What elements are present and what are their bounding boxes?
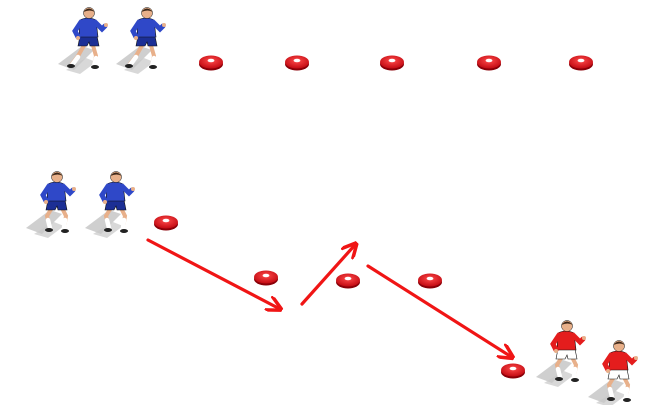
training-cone-icon (501, 364, 525, 379)
training-cone-icon (569, 56, 593, 71)
training-cone-icon (254, 271, 278, 286)
training-cone-icon (199, 56, 223, 71)
soccer-player-icon (116, 8, 166, 75)
soccer-player-icon (588, 341, 638, 405)
training-cone-icon (418, 274, 442, 289)
training-cone-icon (336, 274, 360, 289)
training-cone-icon (285, 56, 309, 71)
soccer-player-icon (85, 172, 135, 239)
soccer-player-icon (58, 8, 108, 75)
soccer-player-icon (536, 321, 586, 388)
bottom-drill (26, 172, 638, 405)
training-cone-icon (154, 216, 178, 231)
training-cone-icon (477, 56, 501, 71)
training-cone-icon (380, 56, 404, 71)
soccer-player-icon (26, 172, 76, 239)
top-drill (58, 8, 593, 75)
